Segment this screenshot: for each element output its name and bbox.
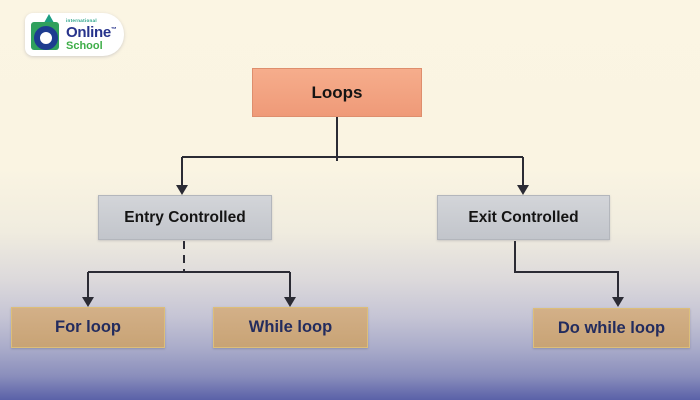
node-exit-controlled: Exit Controlled xyxy=(437,195,610,240)
logo-brand-word: Online xyxy=(66,23,111,41)
node-do-while-loop: Do while loop xyxy=(533,308,690,348)
logo-brand-name: Online™ xyxy=(66,25,117,40)
arrowhead-entry xyxy=(176,185,188,195)
arrowhead-while xyxy=(284,297,296,307)
logo-ring-icon xyxy=(34,26,58,50)
node-entry-controlled: Entry Controlled xyxy=(98,195,272,240)
arrowhead-exit xyxy=(517,185,529,195)
logo-text: international Online™ School xyxy=(66,19,117,52)
logo-school-word: School xyxy=(66,39,103,52)
online-school-logo-icon xyxy=(27,13,65,56)
trademark-symbol: ™ xyxy=(110,26,117,33)
arrowhead-dowhile xyxy=(612,297,624,307)
node-loops: Loops xyxy=(252,68,422,117)
arrowhead-for xyxy=(82,297,94,307)
logo-tagline: international xyxy=(66,18,97,24)
node-while-loop: While loop xyxy=(213,307,368,348)
node-for-loop: For loop xyxy=(11,307,165,348)
online-school-logo: international Online™ School xyxy=(25,13,124,56)
edge-exit-elbow xyxy=(514,241,619,298)
